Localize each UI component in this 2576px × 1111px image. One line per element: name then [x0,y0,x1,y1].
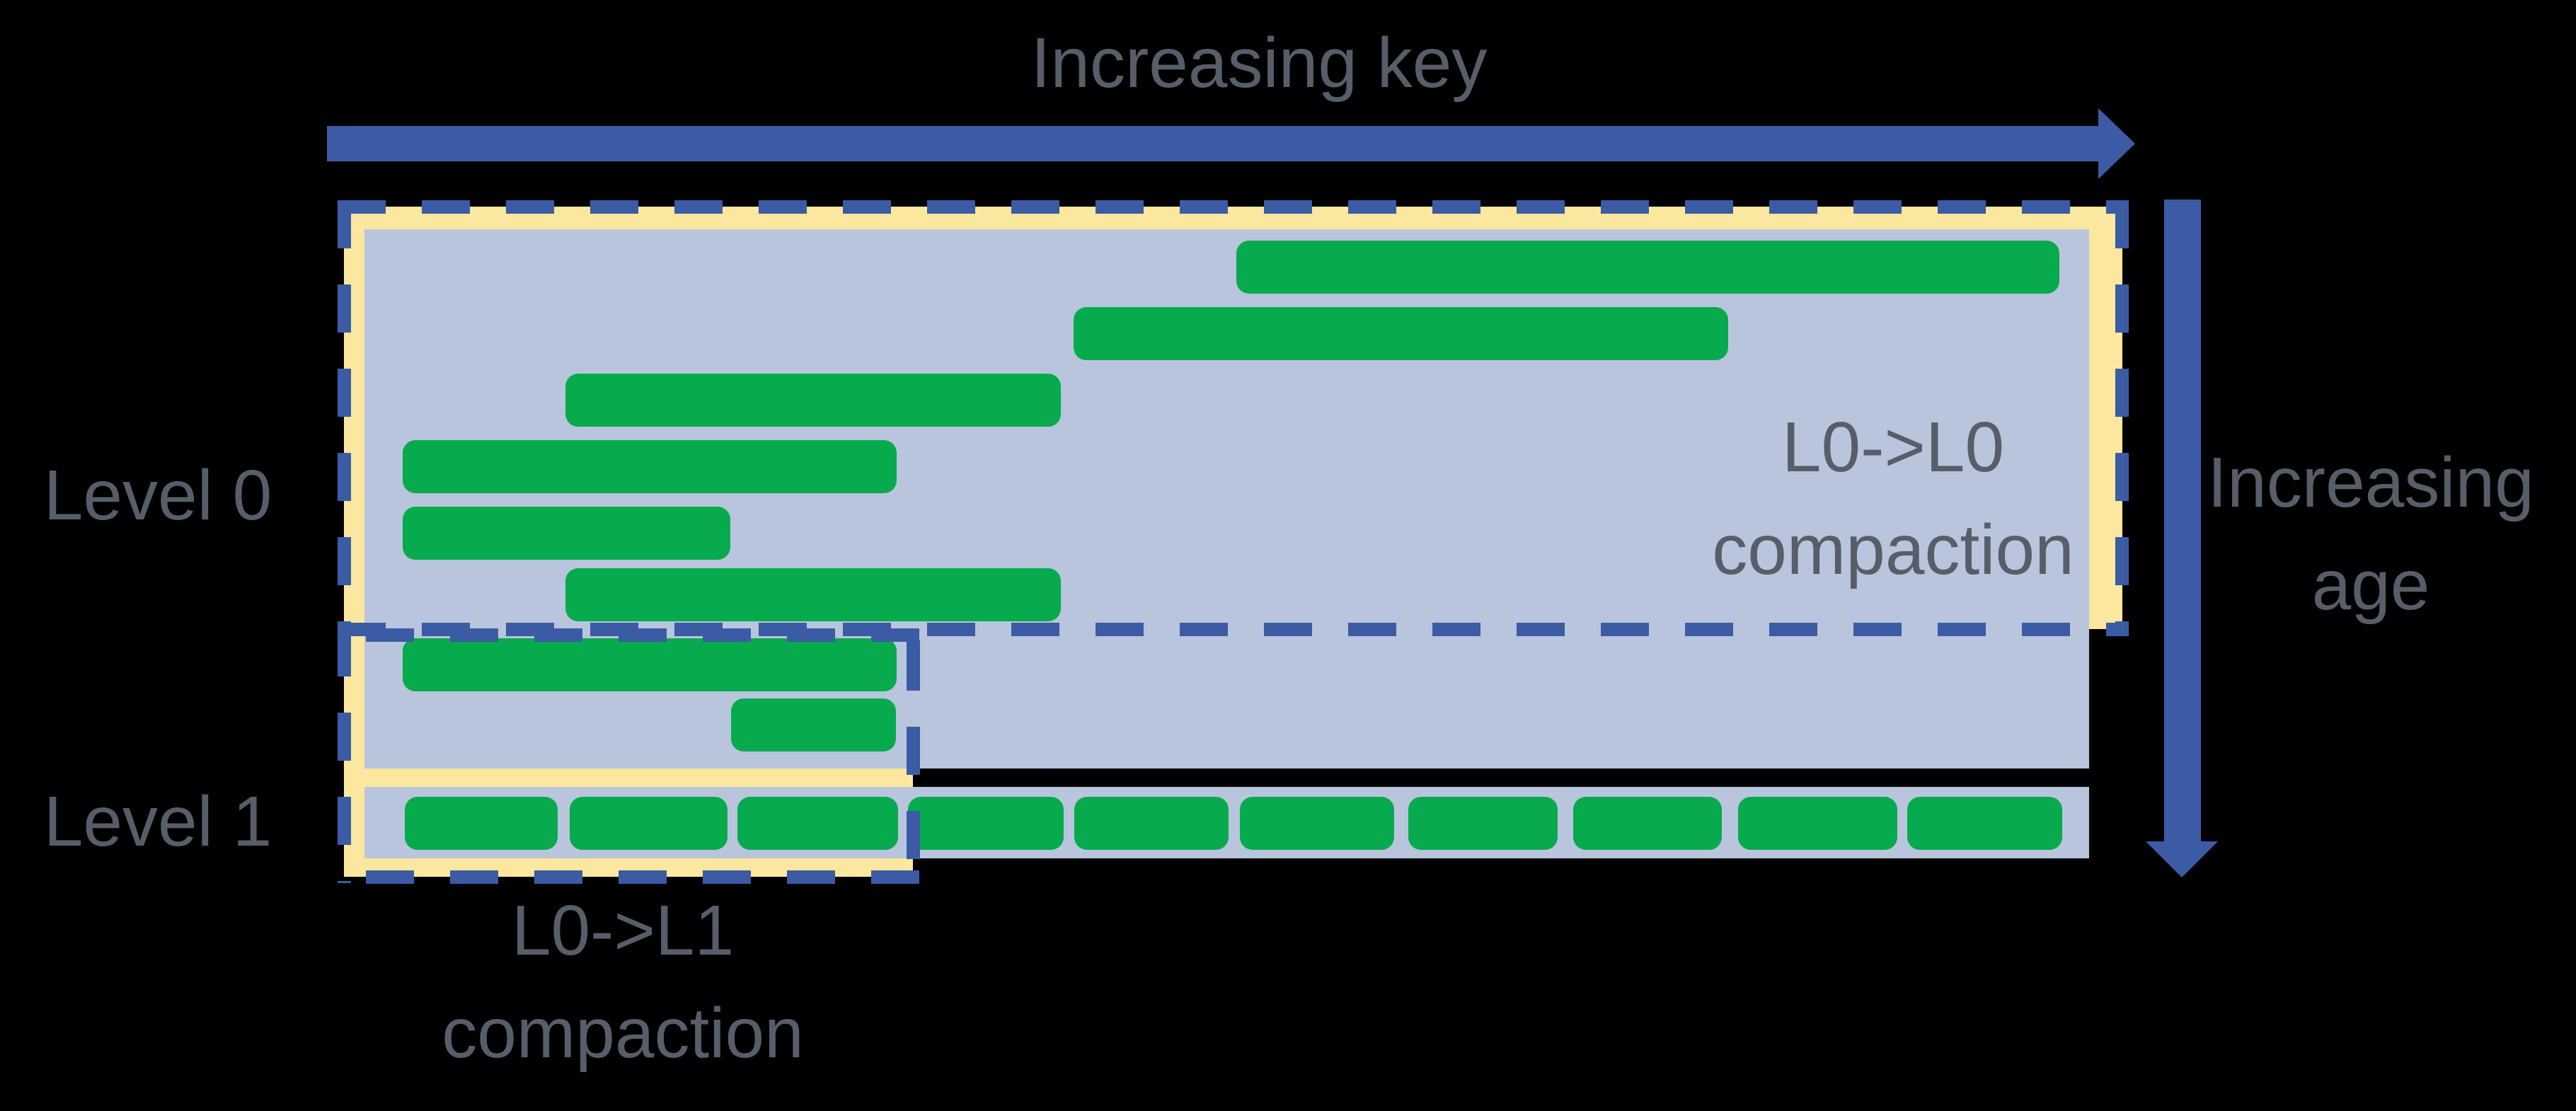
level1-sstable-bar [1408,797,1558,850]
level0-sstable-bar [1236,241,2059,294]
level1-label: Level 1 [43,782,272,861]
level0-sstable-bar [731,698,896,752]
l0-l1-dashed-border-bottom [338,870,919,884]
level1-sstable-bar [737,797,898,850]
l0-l0-dashed-border-top [338,200,2129,214]
level1-sstable-bar [1738,797,1897,850]
level1-sstable-bar [405,797,558,850]
level0-sstable-bar [565,374,1061,427]
increasing-age-arrow [2164,200,2201,841]
level1-sstable-bar [570,797,728,850]
l0-l0-dashed-border-left [338,200,351,635]
level0-sstable-bar [565,568,1061,621]
l0-l1-dashed-border-left [338,628,351,883]
level1-sstable-bar [908,797,1064,850]
increasing-key-arrow [327,126,2098,161]
increasing-key-label: Increasing key [1030,23,1488,103]
l0-l0-dashed-border-right [2115,200,2129,635]
level0-sstable-bar [403,507,730,560]
increasing-age-label: Increasing age [2207,443,2534,625]
level1-sstable-bar [1573,797,1722,850]
l0-l1-dashed-border-top [338,628,919,642]
level1-sstable-bar [1074,797,1229,850]
level0-sstable-bar [1074,307,1728,360]
level0-label: Level 0 [43,456,272,535]
level1-sstable-bar [1907,797,2062,850]
l0-l0-compaction-label: L0->L0 compaction [1712,408,2074,589]
level0-sstable-bar [403,638,897,691]
l0-l1-compaction-label: L0->L1 compaction [442,891,804,1073]
l0-l1-dashed-border-right [907,628,920,883]
increasing-key-arrowhead-icon [2098,108,2135,179]
level1-sstable-bar [1240,797,1394,850]
increasing-age-arrowhead-icon [2146,841,2218,877]
level0-sstable-bar [403,440,897,493]
